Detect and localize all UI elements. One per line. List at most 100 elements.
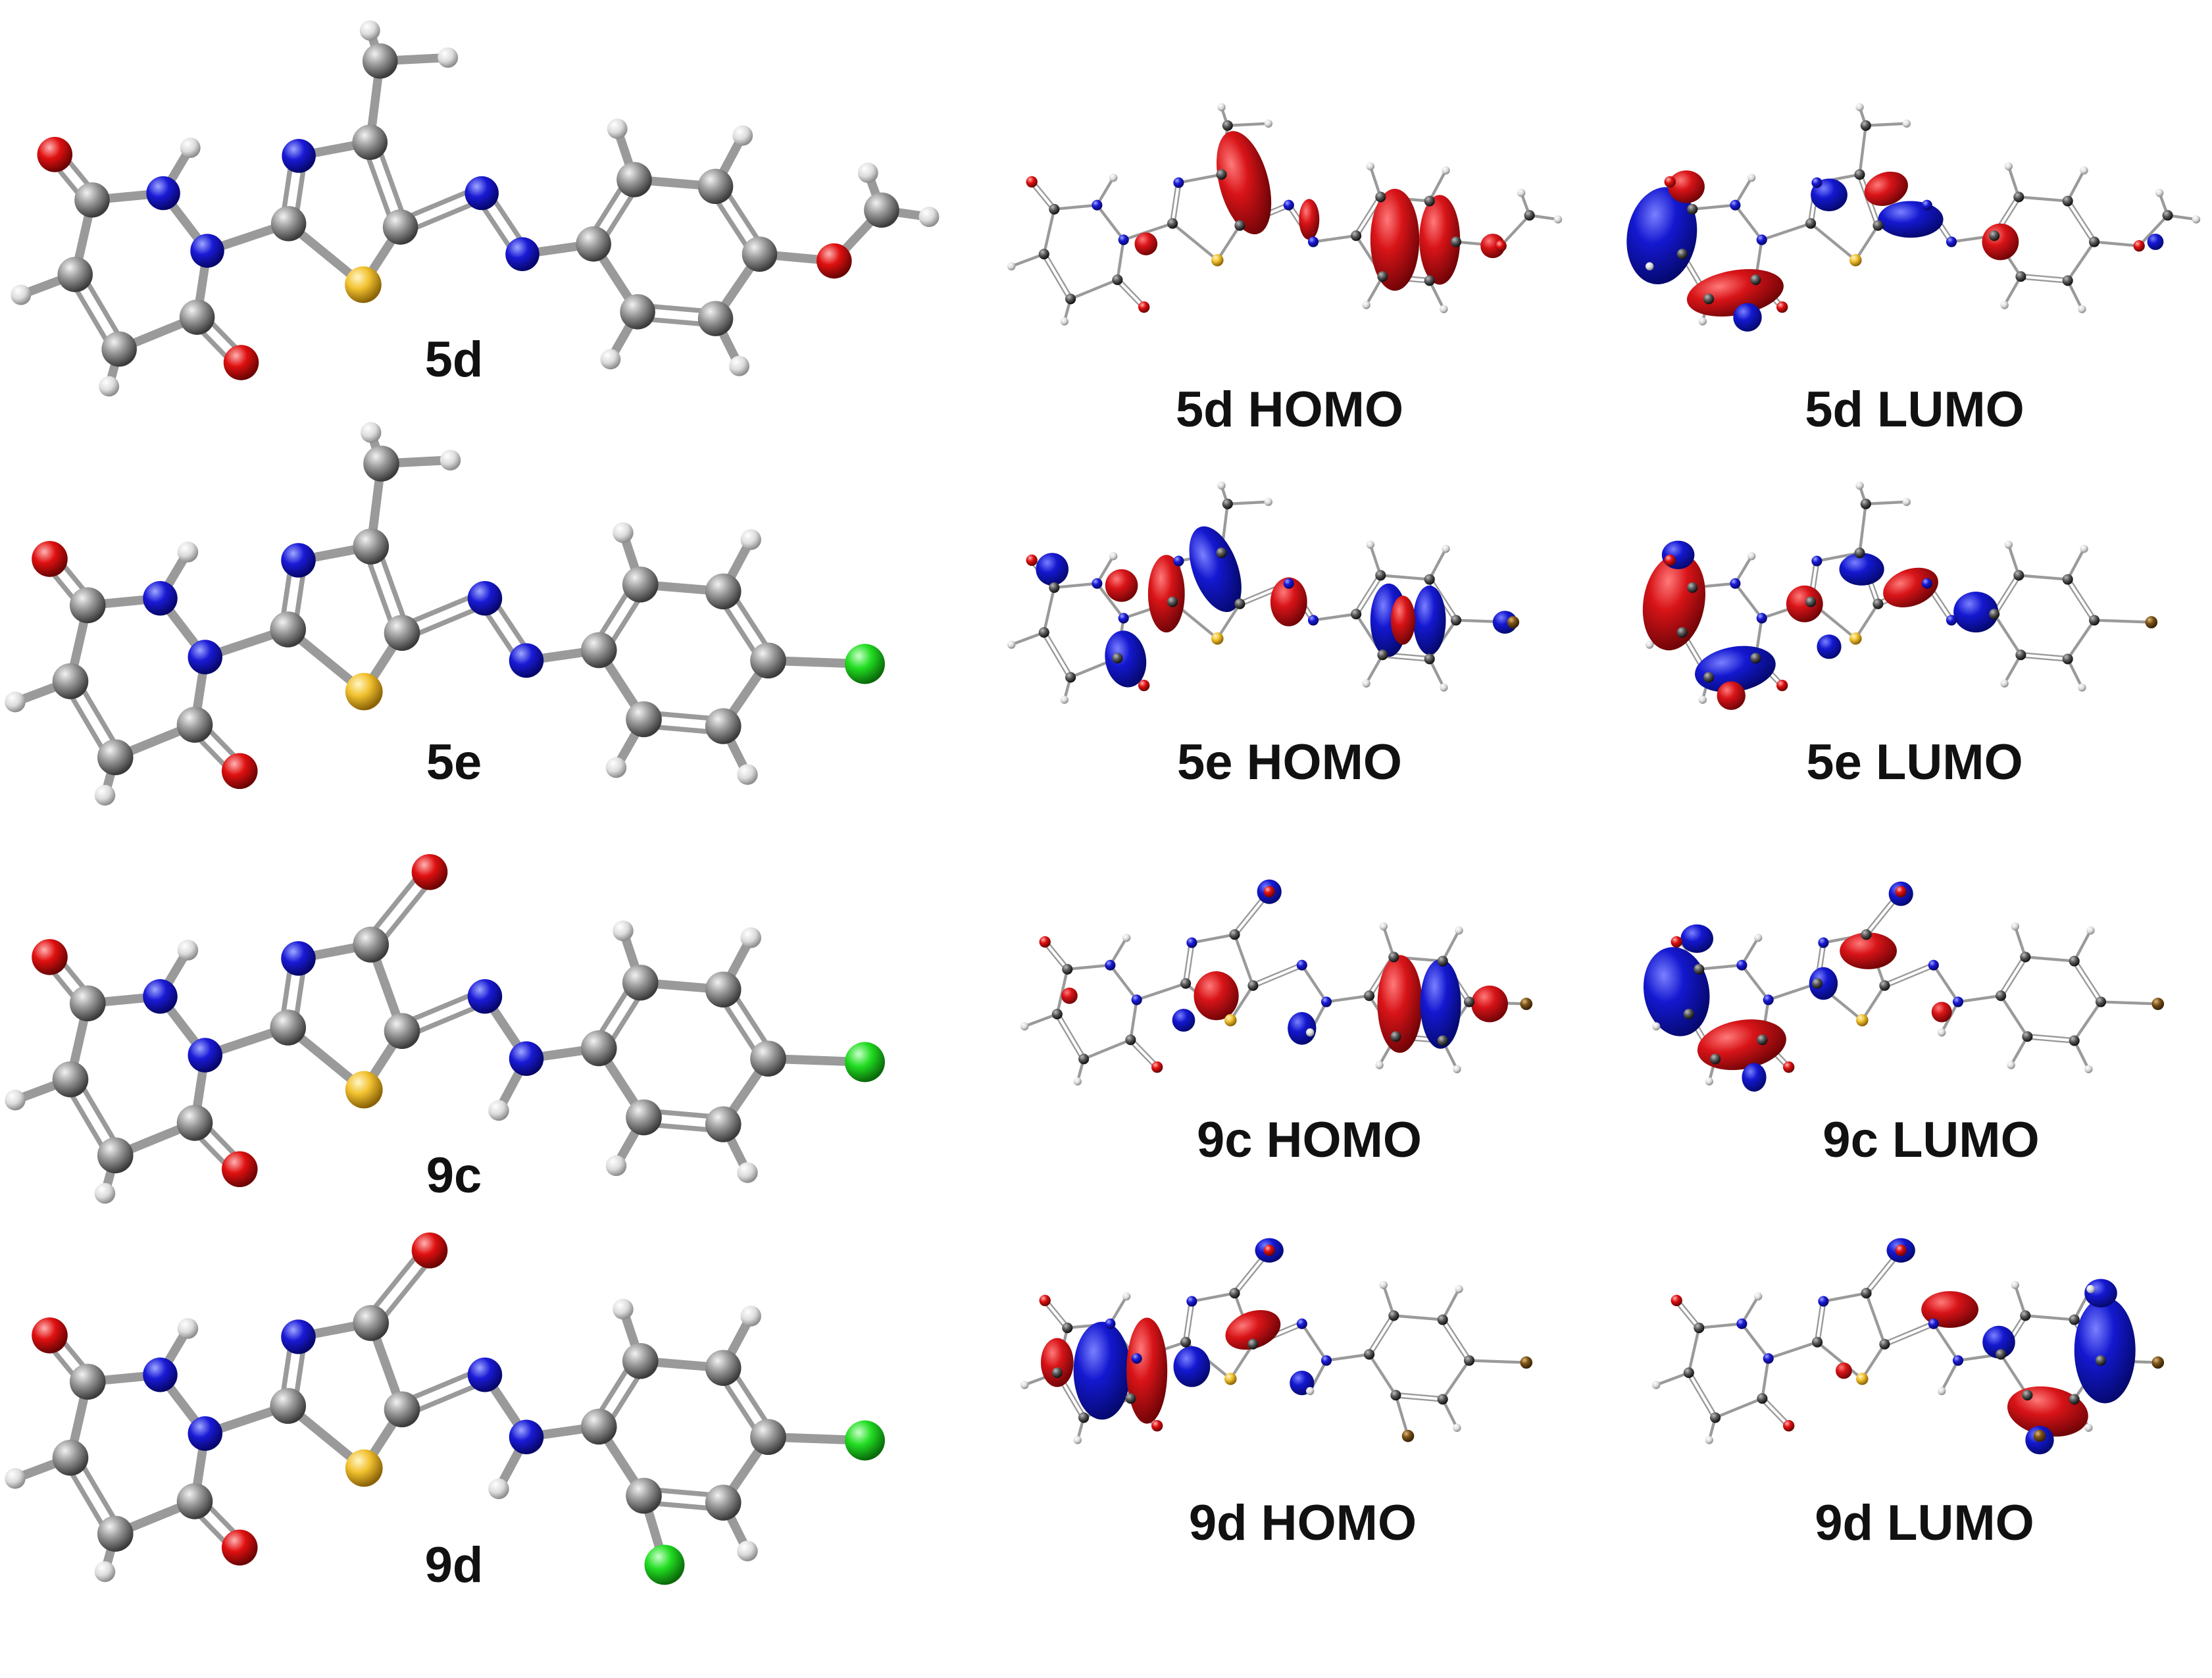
orbital-5d-homo-bond	[1499, 214, 1531, 247]
nitrogen-atom	[1105, 1318, 1116, 1329]
hydrogen-atom	[2078, 683, 2086, 692]
nitrogen-atom	[467, 581, 503, 616]
carbon-atom	[705, 1106, 742, 1142]
hydrogen-atom	[1455, 1284, 1463, 1294]
orbital-9c-lumo-lobe-positive	[1697, 1019, 1786, 1071]
orbital-5d-lumo-lobe-positive	[1668, 170, 1705, 203]
sulfur-atom	[345, 1449, 383, 1487]
structure-5e	[5, 422, 885, 806]
hydrogen-atom	[359, 20, 380, 41]
sulfur-atom	[345, 1071, 383, 1109]
hydrogen-atom	[99, 376, 120, 397]
orbital-5e-homo-bond	[1216, 602, 1242, 640]
orbital-9c-homo-bond	[1109, 936, 1128, 967]
carbon-atom	[384, 615, 420, 651]
nitrogen-atom	[1763, 1353, 1774, 1364]
hydrogen-atom	[488, 1478, 509, 1500]
hydrogen-atom	[1007, 262, 1016, 270]
carbon-atom	[1049, 203, 1060, 215]
carbon-atom	[1390, 1031, 1401, 1042]
nitrogen-atom	[143, 1358, 178, 1392]
carbon-atom	[1234, 220, 1245, 231]
chlorine-atom	[845, 1042, 885, 1082]
orbital-5e-homo-bond	[1311, 613, 1358, 622]
orbital-5e-homo-lobe-positive	[1390, 596, 1415, 645]
orbital-9d-homo-lobe-positive	[1126, 1317, 1168, 1424]
orbital-5e-homo-bond	[1042, 586, 1056, 634]
orbital-5e-lumo-bond	[2020, 651, 2069, 658]
orbital-9d-lumo-bond	[1861, 1342, 1886, 1381]
carbon-atom	[1450, 615, 1462, 626]
nitrogen-atom	[1763, 994, 1774, 1005]
hydrogen-atom	[1938, 1028, 1946, 1037]
oxygen-atom	[1664, 176, 1676, 188]
carbon-atom	[1757, 1034, 1768, 1046]
oxygen-atom	[1664, 554, 1676, 567]
hydrogen-atom	[177, 940, 199, 961]
orbital-5e-lumo-bond	[1995, 575, 2022, 617]
orbital-9c-homo-bond	[1251, 962, 1302, 984]
carbon-atom	[2015, 271, 2026, 282]
hydrogen-atom	[1366, 162, 1374, 170]
orbital-9d-lumo-bond	[1932, 1322, 1960, 1362]
orbital-5e-lumo-lobe-negative	[1661, 540, 1695, 569]
structure-9d	[5, 1232, 885, 1585]
nitrogen-atom	[188, 1416, 222, 1451]
carbon-atom	[1234, 598, 1245, 609]
oxygen-atom	[223, 345, 259, 380]
orbital-5d-lumo-bond	[2138, 214, 2169, 247]
chlorine-atom	[845, 1420, 885, 1461]
hydrogen-atom	[1517, 188, 1526, 197]
orbital-5d-homo-lobe-positive	[1217, 131, 1272, 235]
orbital-9d-lumo-lobe-negative	[1982, 1325, 2015, 1359]
carbon-atom	[1424, 275, 1435, 286]
hydrogen-atom	[94, 1561, 116, 1583]
hydrogen-atom	[177, 1318, 199, 1339]
carbon-atom	[1750, 653, 1761, 664]
carbon-atom	[1390, 1390, 1401, 1401]
nitrogen-atom	[1946, 236, 1957, 247]
carbon-atom	[384, 1013, 420, 1050]
orbital-9d-homo-bond	[1324, 1353, 1371, 1362]
hydrogen-atom	[1747, 173, 1756, 182]
orbital-5e-lumo-bond	[1864, 500, 1908, 505]
nitrogen-atom	[1928, 959, 1939, 971]
orbital-5d-homo-bond	[1115, 280, 1144, 310]
carbon-atom	[97, 1515, 134, 1552]
orbital-9d-homo-bond	[1395, 1392, 1444, 1398]
hydrogen-atom	[1217, 103, 1226, 112]
orbital-9c-lumo-bond	[1697, 963, 1744, 971]
carbon-atom	[626, 1099, 662, 1136]
carbon-atom	[363, 445, 399, 482]
carbon-atom	[580, 1030, 617, 1067]
orbital-5e-homo-lobe-positive	[1147, 555, 1185, 633]
carbon-atom	[1812, 1336, 1823, 1348]
orbital-5e-homo-bond	[1041, 632, 1070, 680]
orbital-9c-lumo-bond	[2073, 1039, 2090, 1071]
carbon-atom	[57, 257, 93, 292]
carbon-atom	[705, 971, 742, 1008]
orbital-9d-lumo-bond	[1690, 1371, 1719, 1417]
carbon-atom	[1873, 220, 1884, 231]
orbital-5e-homo-lobe-negative	[1105, 630, 1147, 688]
orbital-9d-lumo-bond	[1740, 1322, 1770, 1360]
orbital-5d-homo-bond	[1118, 277, 1147, 307]
orbital-5d-homo-bond	[1041, 254, 1070, 301]
orbital-9c-lumo-lobe-negative	[1643, 947, 1710, 1036]
nitrogen-atom	[1320, 1355, 1332, 1366]
orbital-9c-homo-bond	[1382, 925, 1395, 959]
orbital-5e-lumo-lobe-positive	[1717, 681, 1746, 710]
carbon-atom	[1388, 1310, 1399, 1321]
orbital-9c-homo-bond	[1082, 1038, 1132, 1061]
carbon-atom	[620, 294, 655, 330]
orbital-9d-lumo-bond	[1865, 1292, 1886, 1346]
carbon-atom	[1437, 1394, 1448, 1405]
carbon-atom	[2095, 996, 2107, 1007]
orbital-5d-homo-bond	[1045, 252, 1074, 299]
carbon-atom	[1703, 293, 1715, 305]
nitrogen-atom	[188, 640, 222, 674]
orbital-5d-lumo-bond	[2069, 199, 2097, 242]
carbon-atom	[1996, 990, 2007, 1002]
orbital-9d-homo-bond	[1467, 1359, 1528, 1364]
